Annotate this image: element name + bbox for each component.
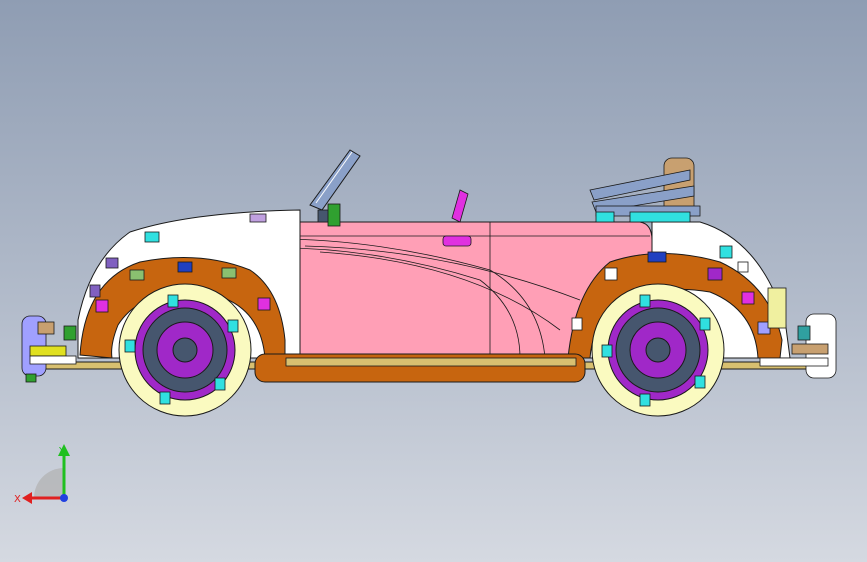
fender-blocks [95, 251, 771, 335]
gear-lever[interactable] [451, 189, 469, 223]
coordinate-triad: X Y [14, 444, 70, 505]
front-fender [79, 257, 286, 359]
body-line [304, 245, 581, 301]
z-axis-dot [60, 494, 68, 502]
front-bumper[interactable] [21, 315, 77, 383]
triad-plane [34, 468, 64, 498]
hood-dots [89, 213, 749, 298]
y-axis-label: Y [58, 446, 66, 457]
running-board-trim [285, 357, 577, 367]
rear-wheel[interactable] [591, 283, 725, 417]
windshield[interactable] [309, 149, 361, 211]
rear-seat[interactable] [589, 157, 701, 223]
x-axis-label: X [14, 494, 21, 505]
y-axis-arrow [58, 444, 70, 456]
body-line [319, 251, 561, 331]
wheel-clips [124, 294, 711, 407]
x-axis-arrow [22, 492, 32, 504]
mirror-green [327, 203, 341, 227]
front-wheel[interactable] [118, 283, 252, 417]
door-handle[interactable] [442, 235, 472, 247]
rear-bumper[interactable] [759, 287, 837, 379]
